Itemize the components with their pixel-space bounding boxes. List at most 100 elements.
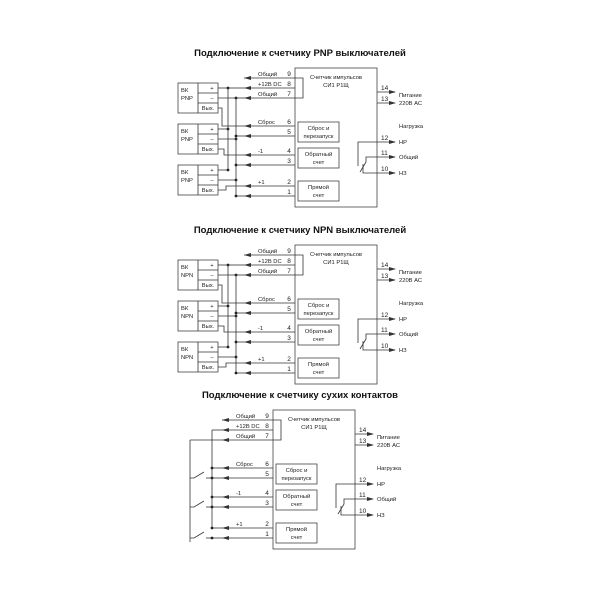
relay-label: Общий (377, 496, 396, 503)
load-label: Нагрузка (377, 466, 402, 472)
terminal-number: 10 (359, 508, 367, 515)
terminal-number: 10 (381, 343, 389, 350)
minus-terminal: – (210, 137, 214, 143)
block-label: перезапуск (304, 311, 334, 317)
terminal-number: 2 (287, 179, 291, 186)
arrow-right-icon (389, 332, 396, 336)
diagram-title: Подключение к счетчику PNP выключателей (194, 48, 406, 59)
power-label: Питание (377, 435, 400, 441)
terminal-number: 14 (381, 85, 389, 92)
terminal-number: 1 (287, 366, 291, 373)
output-terminal: Вых. (202, 283, 215, 289)
arrow-left-icon (244, 263, 251, 267)
sensor-name: ВК (181, 88, 189, 94)
counter-model: СИ1 Р1Щ (323, 260, 349, 266)
terminal-label: +1 (236, 522, 243, 528)
minus-terminal: – (210, 178, 214, 184)
arrow-left-icon (244, 76, 251, 80)
counter-title: Счетчик импульсов (310, 75, 362, 81)
terminal-label: Сброс (236, 462, 253, 468)
terminal-number: 4 (265, 490, 269, 497)
relay-label: НЗ (399, 171, 407, 177)
counter-title: Счетчик импульсов (288, 417, 340, 423)
common-loop (295, 77, 304, 99)
terminal-number: 6 (265, 461, 269, 468)
arrow-left-icon (222, 505, 229, 509)
terminal-label: Общий (236, 413, 255, 420)
terminal-number: 5 (265, 471, 269, 478)
junction-dot (234, 163, 238, 167)
junction-dot (234, 340, 238, 344)
output-terminal: Вых. (202, 188, 215, 194)
terminal-number: 1 (265, 531, 269, 538)
block-label: счет (313, 337, 325, 343)
terminal-number: 7 (287, 268, 291, 275)
switch-icon (190, 500, 205, 508)
terminal-number: 7 (265, 433, 269, 440)
plus-terminal: + (210, 345, 214, 351)
terminal-number: 10 (381, 166, 389, 173)
arrow-right-icon (367, 497, 374, 501)
arrow-right-icon (389, 155, 396, 159)
junction-dot (226, 345, 230, 349)
sensor-type: NPN (181, 314, 193, 320)
sensor-type: NPN (181, 355, 193, 361)
relay-label: Общий (399, 154, 418, 161)
dry-contact-2 (190, 500, 222, 509)
output-wire-1 (218, 107, 244, 127)
relay-nc-wire (362, 164, 395, 174)
terminal-label: +1 (258, 357, 265, 363)
power-label: Питание (399, 270, 422, 276)
terminal-label: Общий (258, 268, 277, 275)
function-block (297, 147, 340, 169)
terminal-label: +12В DC (236, 424, 260, 430)
terminal-number: 11 (381, 327, 388, 334)
block-label: Сброс и (286, 468, 308, 474)
arrow-left-icon (244, 124, 251, 128)
function-block (275, 463, 318, 485)
terminal-number: 1 (287, 189, 291, 196)
block-label: счет (291, 502, 303, 508)
sensor-name: ВК (181, 306, 189, 312)
junction-dot (234, 371, 238, 375)
block-label: счет (313, 160, 325, 166)
terminal-number: 6 (287, 119, 291, 126)
arrow-left-icon (222, 438, 229, 442)
relay-no-wire (335, 483, 373, 508)
power-label: Питание (399, 93, 422, 99)
diagram-sensor-1: Подключение к счетчику NPN выключателейС… (177, 225, 424, 385)
sensor-name: ВК (181, 170, 189, 176)
arrow-right-icon (389, 90, 396, 94)
junction-dot (210, 476, 214, 480)
output-wire-3 (218, 362, 244, 368)
plus-terminal: + (210, 86, 214, 92)
minus-terminal: – (210, 355, 214, 361)
output-terminal: Вых. (202, 324, 215, 330)
terminal-label: Общий (258, 91, 277, 98)
arrow-left-icon (244, 153, 251, 157)
output-terminal: Вых. (202, 365, 215, 371)
terminal-label: -1 (236, 491, 241, 497)
terminal-number: 9 (265, 413, 269, 420)
terminal-number: 13 (381, 273, 389, 280)
arrow-right-icon (389, 101, 396, 105)
arrow-right-icon (389, 171, 396, 175)
terminal-number: 5 (287, 129, 291, 136)
plus-terminal: + (210, 127, 214, 133)
function-block (297, 357, 340, 379)
arrow-right-icon (389, 317, 396, 321)
junction-dot (234, 134, 238, 138)
arrow-left-icon (244, 371, 251, 375)
sensor-type: PNP (181, 178, 193, 184)
block-label: счет (291, 535, 303, 541)
block-label: Прямой (286, 526, 307, 533)
switch-icon (190, 531, 205, 539)
dry-contact-1 (190, 471, 222, 480)
arrow-right-icon (367, 443, 374, 447)
sensor-name: ВК (181, 265, 189, 271)
sensor-name: ВК (181, 129, 189, 135)
